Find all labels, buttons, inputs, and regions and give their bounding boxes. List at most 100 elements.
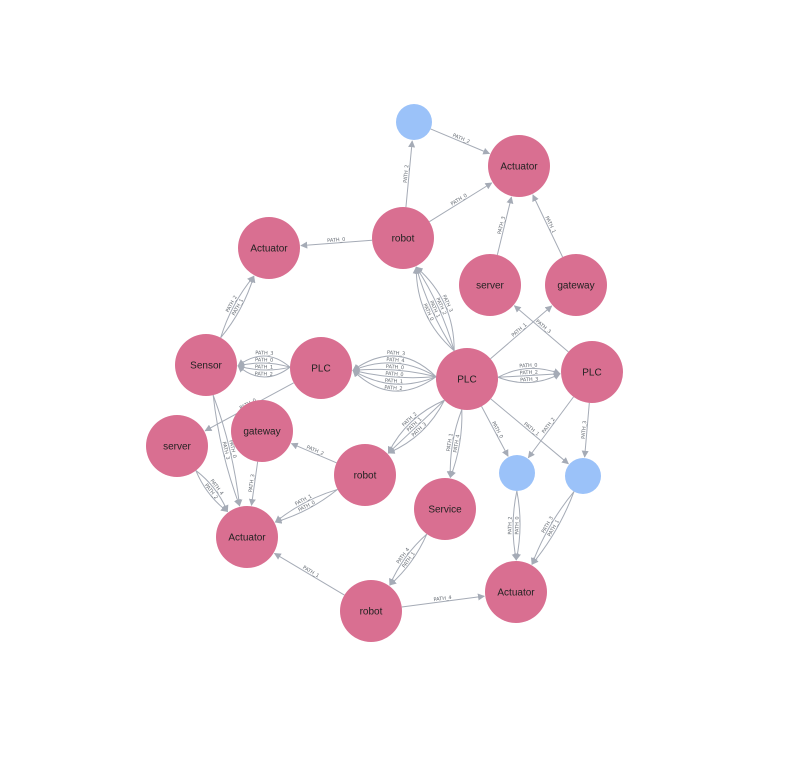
node-label: Actuator bbox=[228, 533, 266, 544]
edge-label: PATH_0 bbox=[227, 440, 237, 459]
node-circle[interactable] bbox=[414, 478, 476, 540]
edge-n_sensor-n_act_left[interactable] bbox=[220, 275, 255, 338]
edge-n_plc_center-n_robot_top[interactable] bbox=[412, 266, 455, 352]
edge-n_plc_right-n_blue_mid1[interactable] bbox=[527, 396, 574, 459]
node-circle[interactable] bbox=[499, 455, 535, 491]
edge-n_plc_center-n_robot_top[interactable] bbox=[415, 266, 455, 351]
edge-n_server_l-n_act_bl[interactable] bbox=[195, 470, 229, 513]
node-circle[interactable] bbox=[290, 337, 352, 399]
edge-n_robot_top-n_act_top[interactable] bbox=[429, 182, 493, 223]
edge-label: PATH_0 bbox=[386, 364, 405, 371]
node-circle[interactable] bbox=[459, 254, 521, 316]
node-n_robot_mid[interactable]: robot bbox=[334, 444, 396, 506]
edge-label: PATH_4 bbox=[453, 434, 462, 453]
edge-label: PATH_1 bbox=[301, 565, 320, 579]
edge-n_gateway_r-n_act_top[interactable] bbox=[532, 194, 564, 258]
node-circle[interactable] bbox=[488, 135, 550, 197]
edge-label: PATH_0 bbox=[515, 516, 521, 534]
node-circle[interactable] bbox=[146, 415, 208, 477]
node-n_server_r[interactable]: server bbox=[459, 254, 521, 316]
edge-n_plc_center-n_plc_left[interactable] bbox=[352, 369, 437, 392]
edge-label: PATH_1 bbox=[446, 433, 455, 452]
edge-n_sensor-n_act_bl[interactable] bbox=[212, 395, 241, 507]
edge-n_robot_bot-n_act_br[interactable] bbox=[401, 593, 485, 608]
edge-label: PATH_1 bbox=[522, 421, 540, 437]
node-circle[interactable] bbox=[436, 348, 498, 410]
edge-label: PATH_1 bbox=[511, 322, 529, 338]
node-circle[interactable] bbox=[372, 207, 434, 269]
edge-n_plc_center-n_gateway_r[interactable] bbox=[490, 305, 553, 360]
edge-n_server_r-n_act_top[interactable] bbox=[496, 196, 514, 255]
edge-n_plc_center-n_blue_mid2[interactable] bbox=[490, 398, 569, 465]
node-circle[interactable] bbox=[334, 444, 396, 506]
edge-n_robot_bot-n_act_bl[interactable] bbox=[273, 552, 345, 596]
node-circle[interactable] bbox=[238, 217, 300, 279]
node-circle[interactable] bbox=[216, 506, 278, 568]
node-circle[interactable] bbox=[485, 561, 547, 623]
node-n_blue_mid2[interactable] bbox=[565, 458, 601, 494]
edge-n_plc_left-n_sensor[interactable] bbox=[237, 355, 291, 368]
node-n_sensor[interactable]: Sensor bbox=[175, 334, 237, 396]
edge-n_plc_right-n_blue_mid2[interactable] bbox=[581, 402, 590, 458]
node-circle[interactable] bbox=[231, 400, 293, 462]
node-n_service[interactable]: Service bbox=[414, 478, 476, 540]
node-label: server bbox=[163, 442, 191, 453]
edge-n_service-n_robot_bot[interactable] bbox=[389, 533, 428, 586]
edge-n_plc_center-n_robot_mid[interactable] bbox=[387, 399, 445, 454]
node-n_plc_right[interactable]: PLC bbox=[561, 341, 623, 403]
edge-label: PATH_2 bbox=[384, 385, 403, 392]
node-label: robot bbox=[392, 234, 415, 245]
edge-label: PATH_2 bbox=[541, 417, 557, 435]
edge-n_plc_center-n_plc_left[interactable] bbox=[352, 366, 437, 378]
node-circle[interactable] bbox=[561, 341, 623, 403]
edge-n_plc_center-n_plc_left[interactable] bbox=[352, 369, 437, 385]
node-label: robot bbox=[354, 471, 377, 482]
edge-n_blue_mid1-n_act_br[interactable] bbox=[514, 490, 521, 561]
node-n_act_top[interactable]: Actuator bbox=[488, 135, 550, 197]
edge-n_plc_center-n_plc_left[interactable] bbox=[352, 368, 437, 379]
edge-n_sensor-n_act_bl[interactable] bbox=[212, 394, 243, 507]
node-circle[interactable] bbox=[565, 458, 601, 494]
node-circle[interactable] bbox=[396, 104, 432, 140]
node-n_blue_mid1[interactable] bbox=[499, 455, 535, 491]
edge-n_plc_right-n_server_r[interactable] bbox=[513, 305, 569, 353]
node-n_robot_bot[interactable]: robot bbox=[340, 580, 402, 642]
node-n_act_left[interactable]: Actuator bbox=[238, 217, 300, 279]
edge-label: PATH_3 bbox=[520, 377, 539, 384]
edge-label: PATH_3 bbox=[581, 420, 589, 439]
edge-n_plc_center-n_robot_top[interactable] bbox=[414, 266, 455, 352]
node-n_robot_top[interactable]: robot bbox=[372, 207, 434, 269]
edge-n_blue_top-n_act_top[interactable] bbox=[430, 128, 491, 155]
node-circle[interactable] bbox=[545, 254, 607, 316]
node-n_gateway_r[interactable]: gateway bbox=[545, 254, 607, 316]
edge-label: PATH_1 bbox=[255, 364, 273, 370]
edge-n_blue_mid2-n_act_br[interactable] bbox=[531, 491, 575, 565]
edge-n_plc_center-n_blue_mid1[interactable] bbox=[481, 406, 509, 457]
node-n_act_bl[interactable]: Actuator bbox=[216, 506, 278, 568]
node-n_server_l[interactable]: server bbox=[146, 415, 208, 477]
edge-n_plc_center-n_service[interactable] bbox=[446, 409, 463, 479]
edge-n_robot_top-n_blue_top[interactable] bbox=[405, 140, 416, 208]
edge-n_robot_mid-n_act_bl[interactable] bbox=[274, 489, 338, 524]
node-n_gateway_l[interactable]: gateway bbox=[231, 400, 293, 462]
node-label: Service bbox=[428, 505, 462, 516]
node-label: robot bbox=[360, 607, 383, 618]
edge-n_plc_center-n_robot_top[interactable] bbox=[415, 266, 455, 351]
edge-n_plc_center-n_plc_left[interactable] bbox=[352, 355, 437, 378]
edge-n_robot_mid-n_gateway_l[interactable] bbox=[290, 442, 337, 464]
node-n_plc_left[interactable]: PLC bbox=[290, 337, 352, 399]
node-n_plc_center[interactable]: PLC bbox=[436, 348, 498, 410]
node-circle[interactable] bbox=[340, 580, 402, 642]
node-n_blue_top[interactable] bbox=[396, 104, 432, 140]
node-label: gateway bbox=[243, 427, 280, 438]
edge-n_blue_mid2-n_act_br[interactable] bbox=[530, 491, 575, 565]
edge-n_robot_top-n_act_left[interactable] bbox=[300, 239, 373, 249]
edge-n_gateway_l-n_act_bl[interactable] bbox=[248, 461, 259, 507]
edge-n_plc_center-n_plc_right[interactable] bbox=[497, 373, 561, 384]
node-circle[interactable] bbox=[175, 334, 237, 396]
edge-label: PATH_4 bbox=[433, 595, 452, 603]
edge-n_plc_center-n_plc_left[interactable] bbox=[352, 362, 437, 378]
node-n_act_br[interactable]: Actuator bbox=[485, 561, 547, 623]
